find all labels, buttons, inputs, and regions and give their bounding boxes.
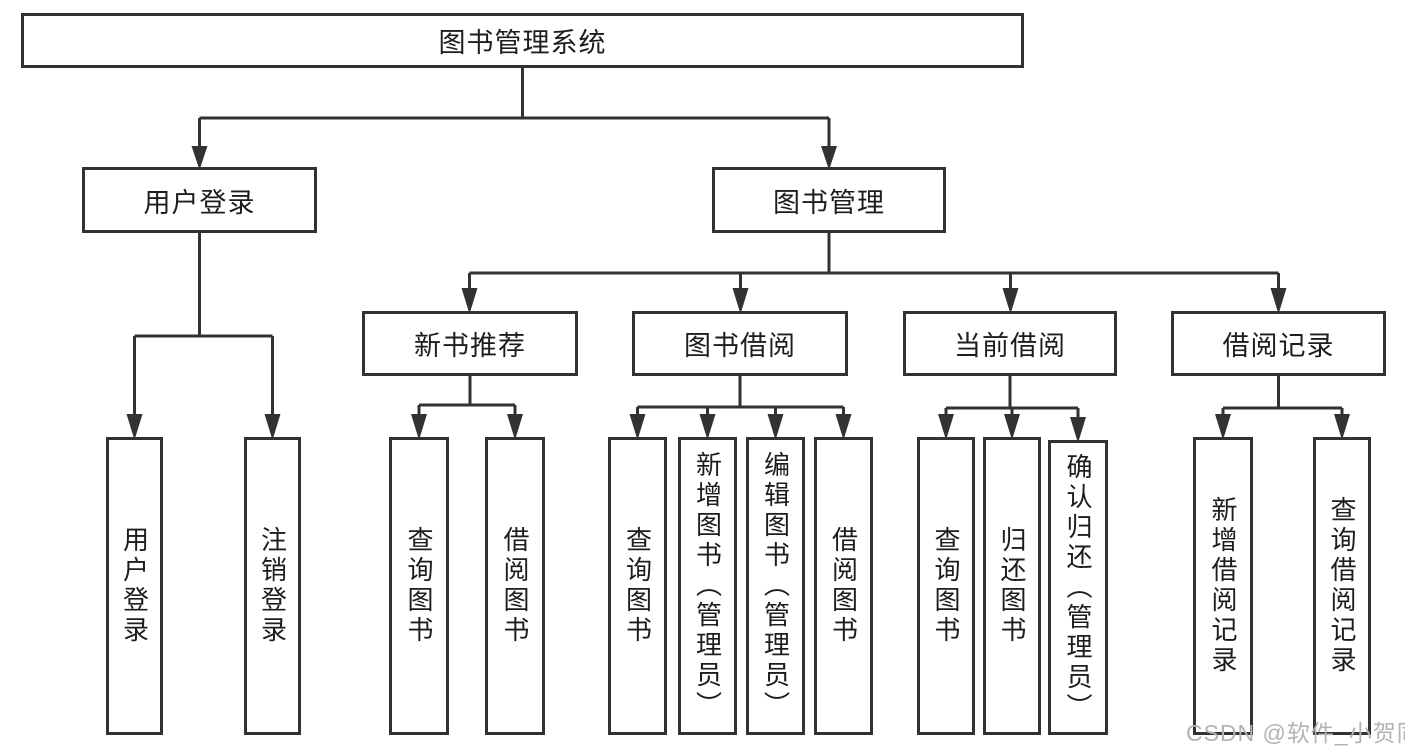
watermark: CSDN @软件_小贺同学 [1186, 720, 1405, 746]
leaf-borrow-books-recommend: 借阅图书 [485, 437, 545, 735]
leaf-borrow-books: 借阅图书 [814, 437, 873, 735]
node-book-borrow: 图书借阅 [632, 311, 848, 376]
leaf-add-books-admin: 新增图书（管理员） [678, 437, 737, 735]
leaf-query-books-recommend: 查询图书 [389, 437, 449, 735]
leaf-query-books-current: 查询图书 [917, 437, 975, 735]
leaf-edit-books-admin: 编辑图书（管理员） [746, 437, 805, 735]
leaf-add-borrow-record: 新增借阅记录 [1193, 437, 1253, 735]
node-root-system: 图书管理系统 [21, 13, 1024, 68]
leaf-return-books: 归还图书 [983, 437, 1041, 735]
leaf-logout: 注销登录 [244, 437, 301, 735]
leaf-user-login: 用户登录 [106, 437, 163, 735]
leaf-query-books-borrow: 查询图书 [608, 437, 667, 735]
leaf-confirm-return-admin: 确认归还（管理员） [1048, 440, 1108, 735]
node-book-management: 图书管理 [712, 167, 946, 233]
leaf-query-borrow-record: 查询借阅记录 [1313, 437, 1371, 735]
node-current-borrow: 当前借阅 [903, 311, 1117, 376]
node-user-login: 用户登录 [82, 167, 317, 233]
node-borrow-records: 借阅记录 [1171, 311, 1386, 376]
node-new-book-recommend: 新书推荐 [362, 311, 578, 376]
